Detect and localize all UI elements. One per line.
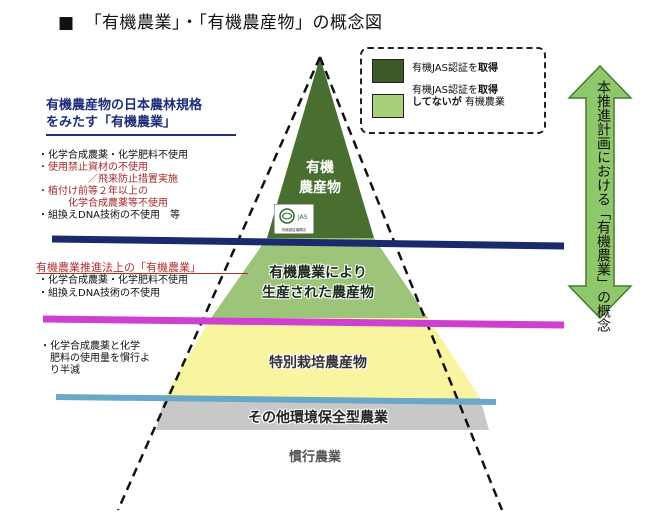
jas-mark-text: 有機認証機関名 [282, 227, 307, 232]
legend-item2-text: 有機JAS認証を取得 してないが 有機農業 [412, 85, 505, 109]
tier4-label: その他環境保全型農業 [248, 410, 388, 426]
law-heading: 有機農業推進法上の「有機農業」 [36, 261, 201, 274]
tier-organic-jas [267, 57, 374, 238]
pyramid-left-edge [116, 56, 322, 511]
title-square: ■ [58, 13, 75, 33]
law-criteria-list: ・化学合成農薬・化学肥料不使用・組換えDNA技術の不使用 [38, 274, 188, 300]
legend-box: 有機JAS認証を取得 有機JAS認証を取得 してないが 有機農業 [360, 47, 546, 134]
criteria-item: ・使用禁止資材の不使用 [38, 162, 148, 173]
tier1-label-line1: 有機 [306, 160, 334, 176]
law-criteria-item: ・組換えDNA技術の不使用 [38, 288, 161, 299]
legend-item2-bold: 取得 [477, 85, 498, 96]
arrow-label: 本推進計画における「有機農業」の概念 [595, 80, 611, 332]
tier2-label-line2: 生産された農産物 [262, 285, 374, 301]
divider-line-special [55, 394, 497, 405]
special-criteria-item: ・化学合成農薬と化学 [40, 341, 140, 352]
tier1-label: 有機 農産物 [270, 158, 370, 198]
divider-line-law [42, 315, 565, 329]
tier2-label: 有機農業により 生産された農産物 [228, 263, 408, 303]
divider-line-jas [51, 235, 565, 250]
concept-arrow [567, 64, 633, 320]
jas-heading-line1: 有機農産物の日本農林規格 [46, 98, 203, 113]
legend-item1-bold: 取得 [477, 63, 498, 74]
jas-mark-icon: JAS 有機認証機関名 [273, 203, 315, 235]
jas-heading-line2: をみたす「有機農業」 [46, 115, 177, 130]
tier-special-cultivation [164, 318, 480, 398]
legend-item2-prefix: 有機JAS認証を [412, 85, 478, 96]
special-criteria-item: り半減 [40, 365, 80, 376]
tier5-label: 慣行農業 [288, 450, 341, 465]
tier3-label: 特別栽培農産物 [269, 355, 367, 371]
criteria-item: ・化学合成農薬・化学肥料不使用 [38, 150, 188, 161]
title-text: 「有機農業」・「有機農産物」の概念図 [84, 13, 383, 33]
legend-item1-prefix: 有機JAS認証を [412, 63, 478, 74]
tier2-label-line1: 有機農業により [269, 265, 367, 281]
page-title: ■ 「有機農業」・「有機農産物」の概念図 [58, 8, 383, 33]
legend-item2-suffix: 有機農業 [464, 97, 505, 108]
pyramid-right-edge [318, 56, 504, 511]
criteria-item: ／飛来防止措置実施 [38, 174, 178, 185]
legend-swatch-dark [372, 59, 404, 83]
legend-item1-text: 有機JAS認証を取得 [412, 63, 498, 75]
criteria-item: 化学合成農薬等不使用 [38, 198, 168, 209]
tier-eco-agriculture [156, 398, 489, 430]
special-criteria-item: 肥料の使用量を慣行よ [40, 353, 150, 364]
legend-swatch-light [372, 94, 404, 118]
law-criteria-item: ・化学合成農薬・化学肥料不使用 [38, 275, 188, 286]
law-heading-underline [36, 273, 248, 274]
tier1-label-line2: 農産物 [299, 180, 341, 196]
legend-item2-bold2: してないが [412, 97, 462, 108]
jas-heading-underline [46, 134, 236, 136]
tier-organic-non-jas [211, 238, 428, 318]
special-criteria-list: ・化学合成農薬と化学 肥料の使用量を慣行よ り半減 [40, 341, 180, 377]
jas-criteria-list: ・化学合成農薬・化学肥料不使用・使用禁止資材の不使用 ／飛来防止措置実施・植付け… [38, 150, 248, 222]
jas-heading: 有機農産物の日本農林規格 をみたす「有機農業」 [46, 97, 246, 136]
criteria-item: ・植付け前等２年以上の [38, 186, 148, 197]
criteria-item: ・組換えDNA技術の不使用 等 [38, 210, 181, 221]
svg-text:JAS: JAS [297, 214, 308, 221]
